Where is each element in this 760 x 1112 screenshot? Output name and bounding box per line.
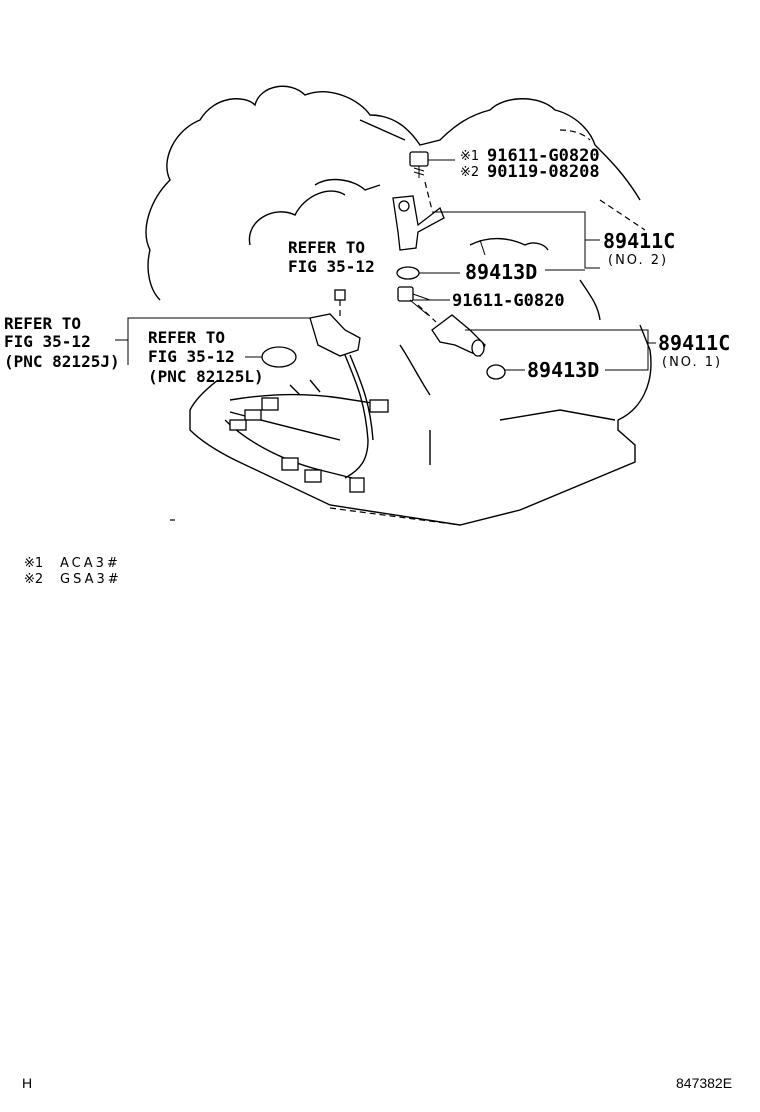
callout-bolt-top-pn1: 91611-G0820 [487,146,600,166]
callout-refer-middle: REFER TO FIG 35-12 (PNC 82125L) [148,328,264,386]
notes-legend: ※1 ACA3# ※2 GSA3# [24,556,122,587]
callout-marker-1: ※1 [460,149,479,164]
callout-oring-lower-pn: 89413D [527,358,599,382]
o-ring-left [261,346,297,368]
callout-sensor-no2-sub: (NO. 2) [608,253,668,268]
refer-left-line3: (PNC 82125J) [4,352,120,371]
refer-middle-line3: (PNC 82125L) [148,367,264,386]
refer-left-line2: FIG 35-12 [4,332,91,351]
callout-sensor-no1-pn: 89411C [658,331,730,355]
o-ring-lower [486,364,506,380]
speed-sensor-no1 [431,314,486,357]
speed-sensor-no2 [392,195,445,251]
callout-bolt-top: ※1 91611-G0820 ※2 90119-08208 [460,146,600,182]
refer-center-line2: FIG 35-12 [288,257,375,276]
note-2-marker: ※2 [24,572,43,587]
refer-middle-line2: FIG 35-12 [148,347,235,366]
refer-middle-line1: REFER TO [148,328,225,347]
leader-lines [115,159,656,371]
footer-left: H [22,1075,32,1091]
callout-oring-upper-pn: 89413D [465,260,537,284]
bolt-mid [397,286,437,323]
callout-bolt-top-pn2: 90119-08208 [487,162,600,182]
harness-sensor-assembly [224,289,389,493]
note-1-marker: ※1 [24,556,43,571]
o-ring-upper [396,266,420,280]
callout-sensor-no1-sub: (NO. 1) [662,355,722,370]
callout-bolt-mid-pn: 91611-G0820 [452,291,565,311]
refer-left-line1: REFER TO [4,314,81,333]
transmission-housing [145,85,652,526]
bolt-top [409,151,433,211]
note-2-text: GSA3# [60,572,122,587]
footer-right: 847382E [676,1075,732,1091]
callout-marker-2: ※2 [460,165,479,180]
callout-sensor-no1: 89411C (NO. 1) [658,331,730,370]
callout-sensor-no2: 89411C (NO. 2) [603,229,675,268]
callout-sensor-no2-pn: 89411C [603,229,675,253]
refer-center-line1: REFER TO [288,238,365,257]
callout-refer-center: REFER TO FIG 35-12 [288,238,375,276]
note-1-text: ACA3# [60,556,121,571]
callout-refer-left: REFER TO FIG 35-12 (PNC 82125J) [4,314,120,371]
